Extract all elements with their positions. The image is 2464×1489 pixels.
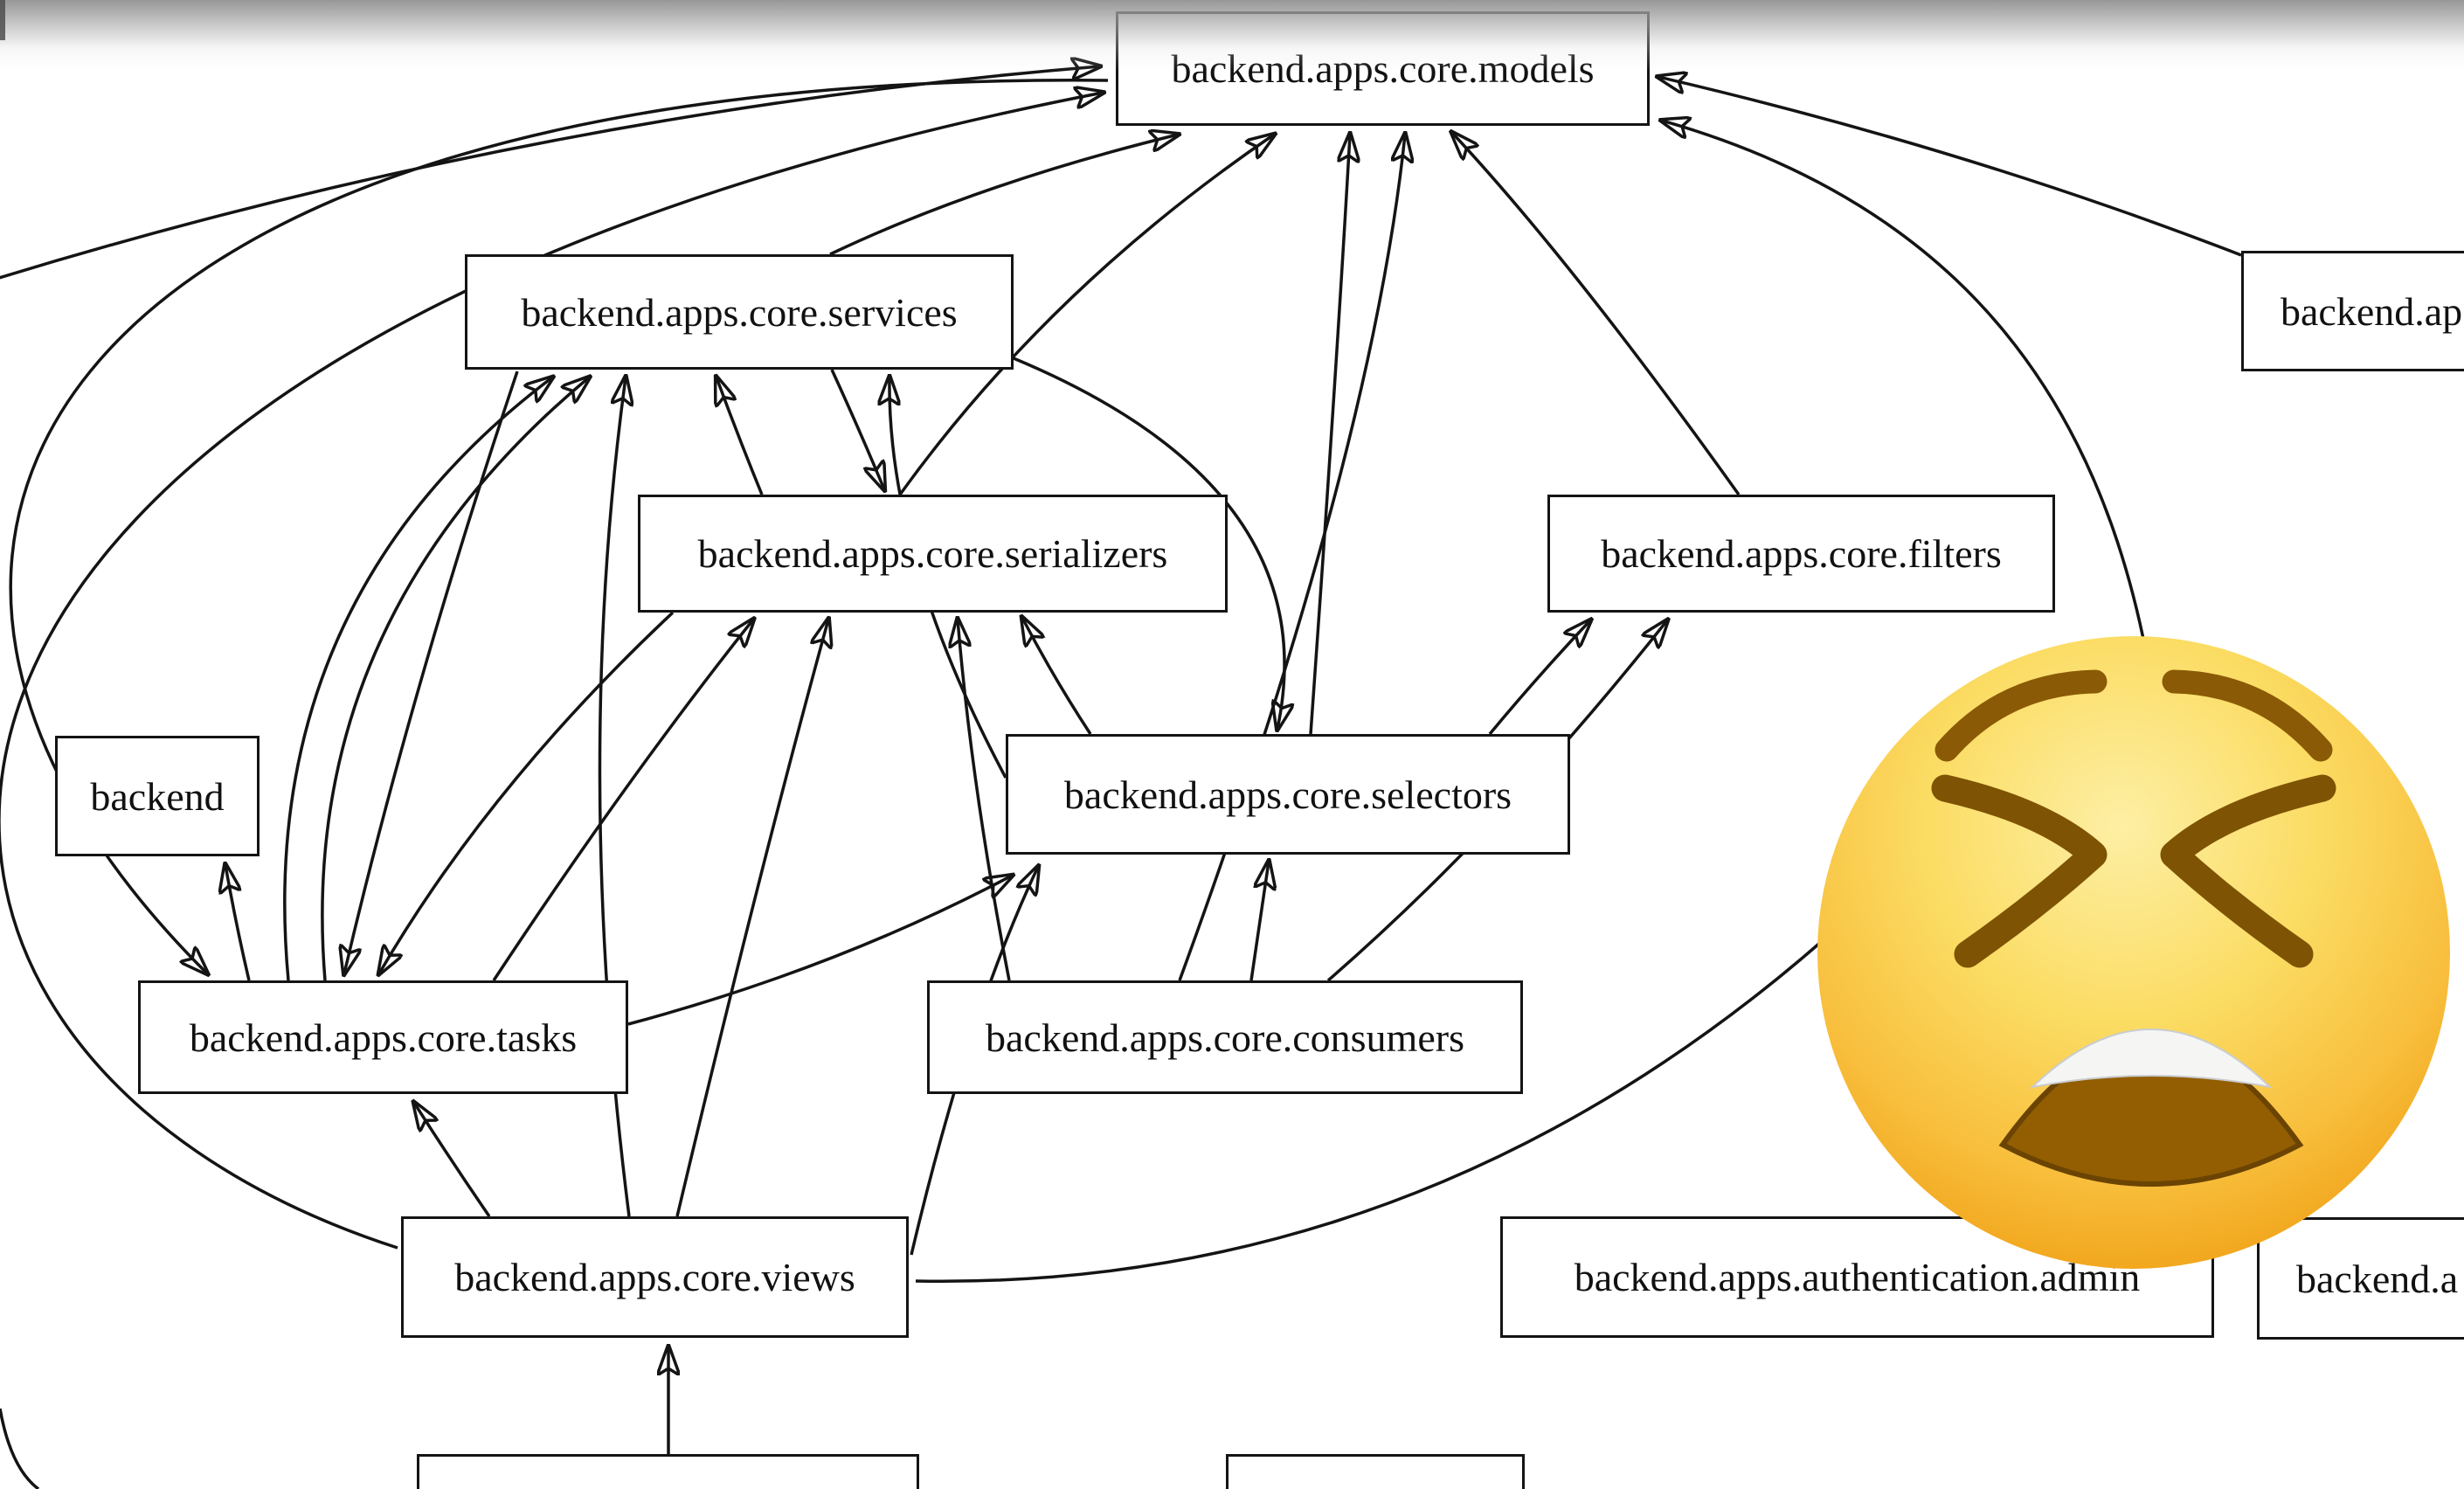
node-label-models: backend.apps.core.models <box>1171 46 1595 91</box>
edge-services-to-serializers <box>830 369 884 489</box>
edge-views-to-models-left-sweep <box>0 93 1103 1250</box>
node-label-filters: backend.apps.core.filters <box>1601 531 2002 576</box>
edge-tasks-to-services-b <box>321 377 589 981</box>
node-label-backend: backend <box>90 773 225 819</box>
node-label-selectors: backend.apps.core.selectors <box>1063 772 1512 817</box>
edge-views-to-serializers <box>675 620 828 1217</box>
node-tasks: backend.apps.core.tasks <box>138 980 628 1094</box>
edge-tasks-to-services-a <box>283 377 552 981</box>
edge-bottom-left-curve <box>0 1408 40 1489</box>
node-backend: backend <box>55 736 260 856</box>
edge-selectors-to-models <box>1309 135 1350 735</box>
node-serializers: backend.apps.core.serializers <box>638 495 1228 613</box>
node-bottom-partial-1 <box>417 1454 919 1489</box>
edge-services-to-tasks <box>344 371 519 973</box>
edge-selectors-to-filters <box>1488 620 1590 736</box>
edge-consumers-to-selectors <box>1249 862 1269 981</box>
node-models: backend.apps.core.models <box>1116 11 1650 126</box>
node-label-views: backend.apps.core.views <box>454 1255 855 1299</box>
node-label-right-bottom-partial: backend.a <box>2296 1256 2459 1301</box>
node-label-consumers: backend.apps.core.consumers <box>986 1015 1464 1060</box>
edge-serializers-to-services <box>716 377 764 495</box>
node-selectors: backend.apps.core.selectors <box>1006 734 1570 855</box>
node-bottom-partial-2 <box>1226 1454 1525 1489</box>
edge-serializers-to-tasks <box>379 611 675 973</box>
node-services: backend.apps.core.services <box>465 254 1014 370</box>
emoji-right-eye-icon <box>2160 774 2336 968</box>
node-filters: backend.apps.core.filters <box>1547 495 2055 613</box>
edge-services-to-models <box>829 135 1178 256</box>
edge-tasks-to-selectors <box>627 876 1012 1026</box>
edge-right-box-to-models <box>1658 77 2242 257</box>
node-label-tasks: backend.apps.core.tasks <box>189 1015 578 1060</box>
edge-serializers-to-models <box>898 135 1274 496</box>
emoji-left-eyebrow-icon <box>1935 669 2108 762</box>
emoji-teeth <box>2029 1028 2274 1089</box>
node-right-top-partial: backend.ap <box>2241 251 2464 371</box>
edge-consumers-to-serializers <box>958 620 1011 981</box>
node-label-right-top-partial: backend.ap <box>2281 288 2463 334</box>
edge-filters-to-models <box>1452 133 1741 496</box>
node-consumers: backend.apps.core.consumers <box>927 980 1523 1094</box>
emoji-right-eyebrow-icon <box>2162 669 2333 762</box>
node-label-services: backend.apps.core.services <box>521 289 958 335</box>
edge-selectors-to-serializers <box>1022 618 1092 735</box>
edge-tasks-to-serializers <box>492 620 753 981</box>
edge-services-to-selectors <box>1013 357 1284 729</box>
emoji-left-eye-icon <box>1931 774 2108 968</box>
node-label-auth-admin: backend.apps.authentication.admin <box>1574 1255 2141 1299</box>
node-views: backend.apps.core.views <box>401 1216 909 1338</box>
edge-views-to-tasks <box>414 1103 491 1217</box>
edge-tasks-to-backend <box>225 865 251 981</box>
weary-face-emoji <box>1817 636 2450 1269</box>
node-label-serializers: backend.apps.core.serializers <box>697 531 1168 576</box>
node-right-bottom-partial: backend.a <box>2257 1217 2464 1340</box>
